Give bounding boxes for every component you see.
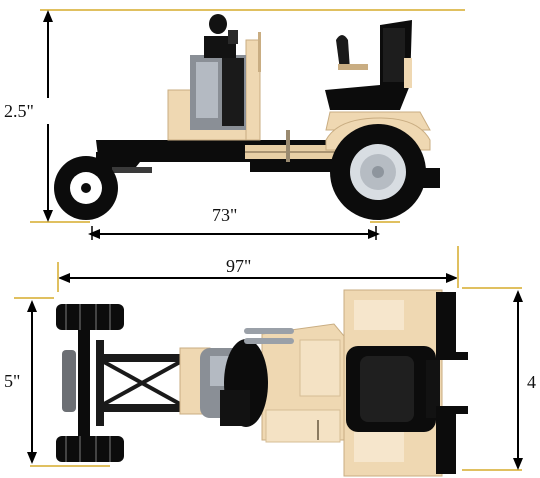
top-engine	[200, 328, 294, 427]
top-frame	[100, 354, 186, 412]
side-front-wheel	[54, 156, 118, 220]
right-width-label: 4	[527, 372, 536, 392]
top-seat	[346, 346, 468, 432]
side-view: 2.5" 73"	[2, 9, 465, 240]
height-label: 2.5"	[4, 101, 34, 121]
top-front-axle	[56, 304, 124, 462]
wheelbase-dimension: 73"	[88, 205, 380, 240]
overall-length-dimension: 97"	[57, 246, 459, 292]
height-dimension: 2.5"	[2, 10, 53, 222]
wheelbase-label: 73"	[212, 205, 237, 225]
top-view: 97" 5" 4	[0, 246, 540, 477]
side-rear-wheel	[330, 124, 440, 220]
right-width-dimension: 4	[462, 287, 540, 471]
left-width-label: 5"	[4, 371, 20, 391]
overall-length-label: 97"	[226, 256, 251, 276]
left-width-dimension: 5"	[0, 297, 110, 467]
side-seat	[325, 20, 431, 131]
top-rear-wheels	[436, 292, 456, 474]
side-engine	[190, 14, 246, 130]
